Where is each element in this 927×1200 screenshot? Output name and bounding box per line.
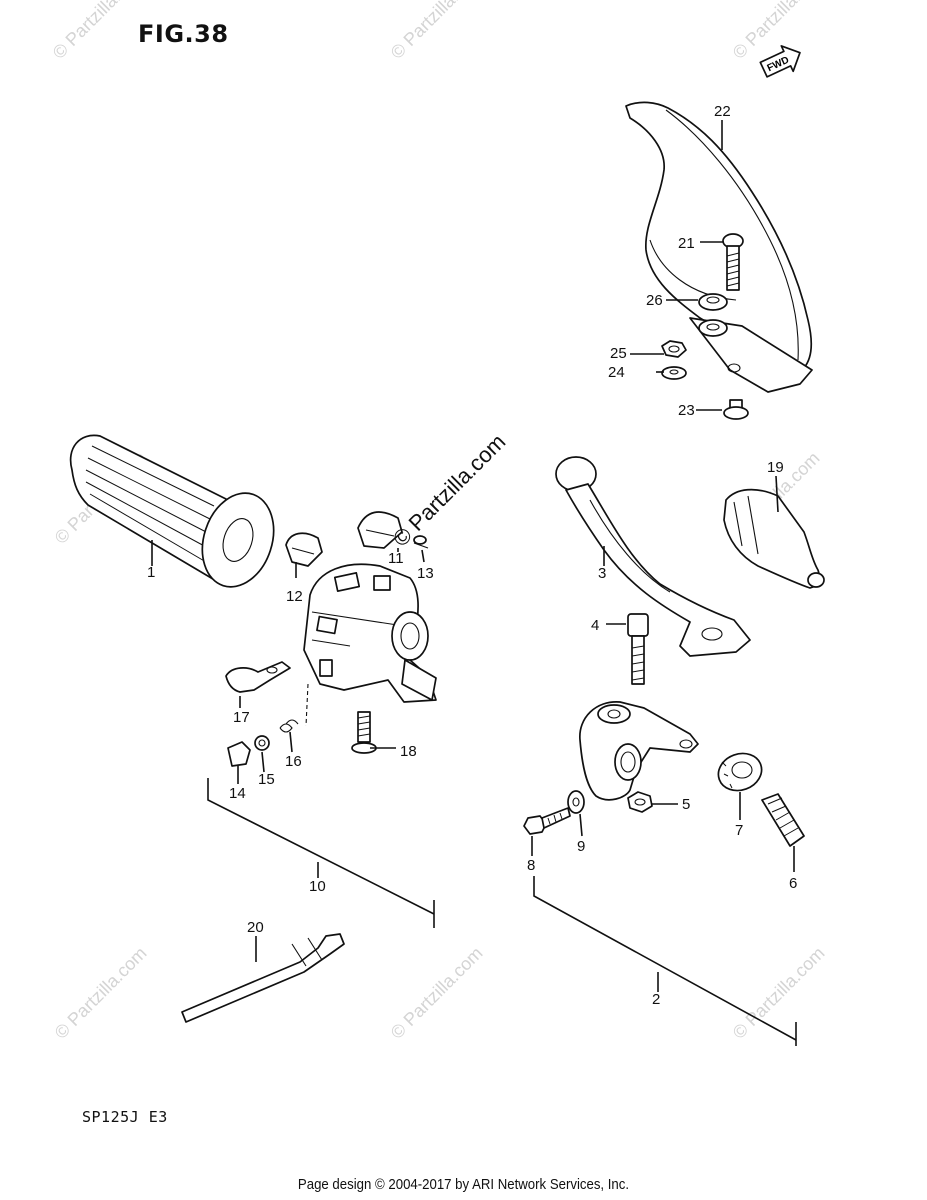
nut-part [627, 791, 653, 813]
callout-24: 24 [608, 364, 625, 381]
leader-lines [151, 120, 797, 1046]
callouts: 1 2 3 4 5 6 7 8 9 10 11 12 13 14 15 16 1… [147, 103, 797, 1008]
callout-10: 10 [309, 878, 326, 895]
callout-1: 1 [147, 564, 155, 581]
washer-part [661, 366, 687, 380]
bolt-part [523, 807, 571, 835]
callout-14: 14 [229, 785, 246, 802]
callout-26: 26 [646, 292, 663, 309]
callout-19: 19 [767, 459, 784, 476]
spring-part [279, 719, 299, 733]
watermark: © Partzilla.com [729, 943, 829, 1043]
callout-7: 7 [735, 822, 743, 839]
screw-part [351, 711, 377, 754]
lever-cover-part [723, 488, 825, 589]
callout-11: 11 [388, 550, 404, 567]
figure-title: FIG.38 [138, 20, 229, 48]
callout-8: 8 [527, 857, 535, 874]
lever-holder-part [579, 701, 699, 801]
bolt-part [627, 613, 649, 685]
clutch-lever-part [555, 456, 751, 657]
hand-guard-part [625, 101, 813, 393]
watermark: © Partzilla.com [387, 0, 487, 63]
callout-18: 18 [400, 743, 417, 760]
callout-9: 9 [577, 838, 585, 855]
switch-button-part [227, 741, 251, 767]
watermark-main: © Partzilla.com [388, 429, 511, 552]
bolt-part [723, 399, 749, 420]
nut-part [254, 735, 270, 751]
handlebar-grip-part [69, 434, 275, 588]
switch-knob-part [285, 532, 323, 567]
fwd-arrow-icon: FWD [759, 45, 801, 78]
callout-21: 21 [678, 235, 695, 252]
callout-17: 17 [233, 709, 250, 726]
callout-15: 15 [258, 771, 275, 788]
callout-12: 12 [286, 588, 303, 605]
switch-knob-part [357, 511, 403, 549]
washer-part [567, 790, 585, 814]
callout-6: 6 [789, 875, 797, 892]
handlebar-switch-part [303, 563, 437, 703]
watermark: © Partzilla.com [387, 943, 487, 1043]
callout-20: 20 [247, 919, 264, 936]
watermark: © Partzilla.com [51, 943, 151, 1043]
callout-5: 5 [682, 796, 690, 813]
page-footer: Page design © 2004-2017 by ARI Network S… [297, 1176, 630, 1193]
screw-part [413, 535, 429, 549]
callout-2: 2 [652, 991, 660, 1008]
callout-13: 13 [417, 565, 434, 582]
callout-3: 3 [598, 565, 606, 582]
callout-4: 4 [591, 617, 599, 634]
rubber-washer-part [698, 293, 728, 337]
adjuster-bolt-part [761, 793, 805, 847]
callout-25: 25 [610, 345, 627, 362]
callout-23: 23 [678, 402, 695, 419]
adjuster-part [717, 752, 763, 792]
watermark: © Partzilla.com [49, 0, 149, 63]
model-code: SP125J E3 [82, 1108, 168, 1126]
callout-16: 16 [285, 753, 302, 770]
switch-part [225, 661, 291, 693]
nut-part [661, 340, 687, 358]
cable-tie-part [181, 933, 345, 1023]
bolt-part [722, 233, 744, 291]
callout-22: 22 [714, 103, 731, 120]
